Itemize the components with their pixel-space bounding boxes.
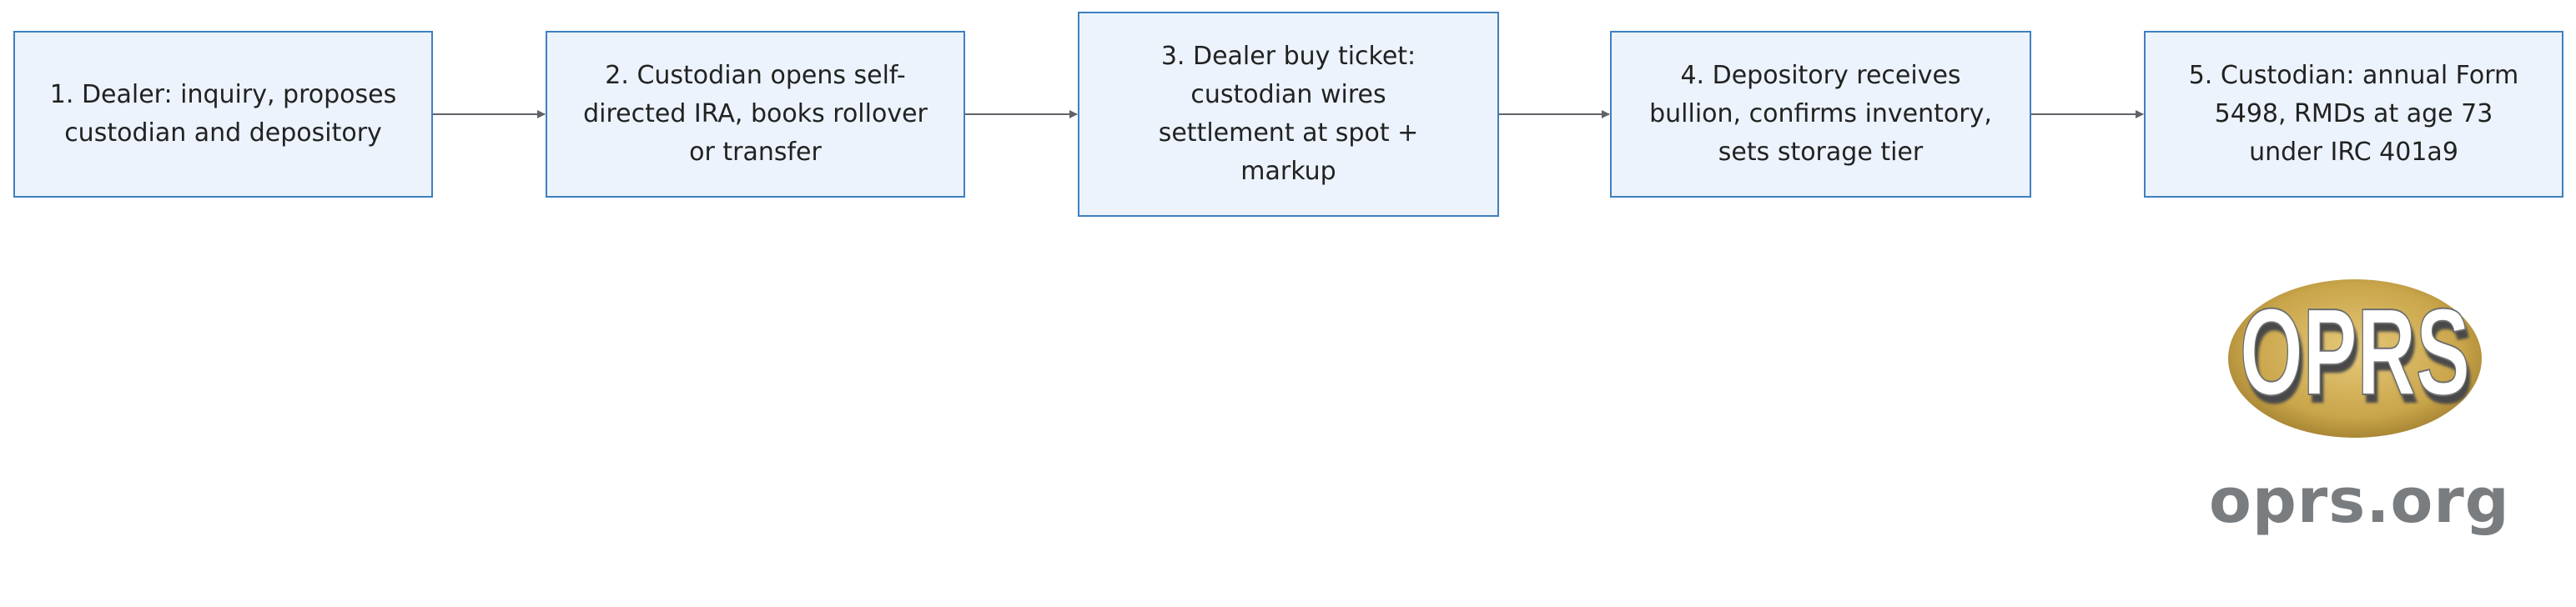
step-2-custodian-opens-ira: 2. Custodian opens self-directed IRA, bo… (546, 31, 965, 198)
oprs-logo: OPRS OPRS oprs.org (2209, 275, 2510, 559)
logo-wordmark: OPRS (2243, 292, 2473, 429)
step-5-custodian-annual-reporting: 5. Custodian: annual Form 5498, RMDs at … (2144, 31, 2563, 198)
step-2-label: 2. Custodian opens self-directed IRA, bo… (583, 61, 928, 167)
step-1-dealer-inquiry: 1. Dealer: inquiry, proposes custodian a… (13, 31, 433, 198)
logo-url-text: oprs.org (2209, 465, 2510, 537)
logo-wordmark-face: OPRS (2240, 283, 2470, 421)
step-4-label: 4. Depository receives bullion, confirms… (1649, 61, 1992, 167)
step-5-label: 5. Custodian: annual Form 5498, RMDs at … (2188, 61, 2519, 167)
step-3-dealer-buy-ticket: 3. Dealer buy ticket: custodian wires se… (1078, 12, 1499, 217)
step-4-depository-receives: 4. Depository receives bullion, confirms… (1610, 31, 2031, 198)
oprs-badge-icon: OPRS OPRS (2228, 279, 2482, 438)
step-1-label: 1. Dealer: inquiry, proposes custodian a… (49, 80, 397, 148)
step-3-label: 3. Dealer buy ticket: custodian wires se… (1158, 42, 1419, 186)
